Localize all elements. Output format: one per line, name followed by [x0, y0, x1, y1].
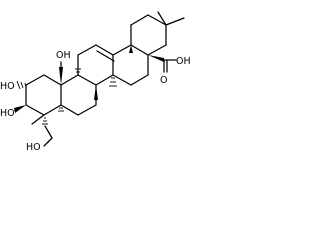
label-acid-o: O	[160, 75, 167, 86]
c10-ch2-bond	[59, 67, 63, 85]
ring-a	[25, 74, 62, 116]
ring-c	[77, 44, 115, 86]
ring-d	[112, 44, 149, 86]
c2-oh-bond	[16, 80, 27, 90]
label-ho-c23: HO	[26, 142, 41, 153]
c5-h	[58, 107, 64, 112]
c8-me	[94, 85, 98, 100]
label-ho-c3: HO	[0, 108, 15, 119]
c9-h	[75, 68, 81, 73]
c3-oh-bond	[14, 105, 26, 113]
label-ho-c2: HO	[0, 81, 15, 92]
ring-e	[130, 11, 185, 56]
c17-cooh	[148, 55, 164, 62]
oleanane-triterpenoid-structure: OH HO HO HO OH O	[0, 11, 191, 153]
label-oh-c25: OH	[56, 50, 71, 61]
ring-b	[60, 74, 97, 116]
atom-labels: OH HO HO HO OH O	[0, 50, 191, 153]
substituents	[14, 45, 177, 147]
c14-me	[109, 77, 117, 87]
label-acid-oh: OH	[176, 56, 191, 67]
c18-h	[129, 45, 133, 53]
c4-ch2oh	[42, 117, 48, 125]
